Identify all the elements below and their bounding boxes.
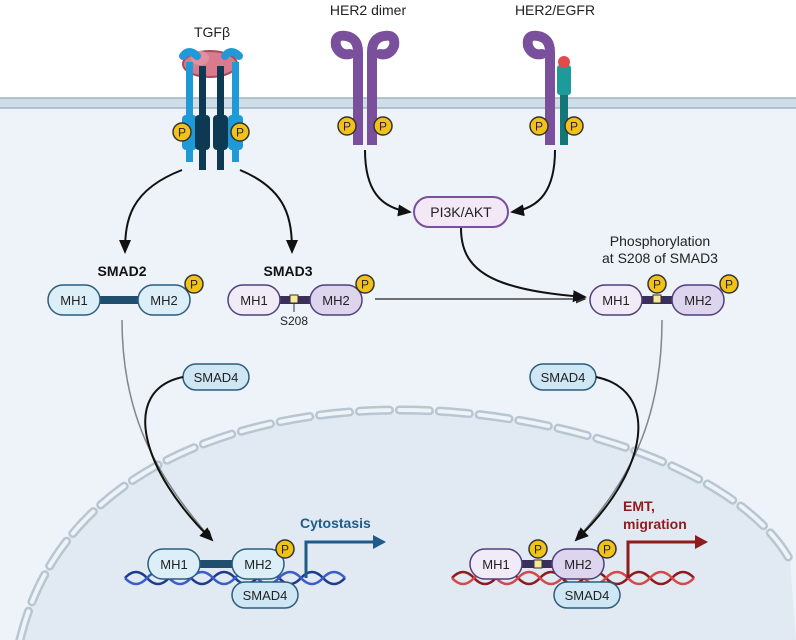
phospho-marker: P <box>337 116 357 136</box>
phospho-marker: P <box>564 116 584 136</box>
svg-text:P: P <box>603 543 611 557</box>
svg-text:MH2: MH2 <box>684 293 711 308</box>
arrow-smad4-to-nucleus-right <box>574 376 640 542</box>
arrow-pi3k-to-phospho-smad3 <box>460 227 587 303</box>
svg-text:P: P <box>534 543 542 557</box>
phospho-marker: P <box>373 116 393 136</box>
svg-text:P: P <box>725 278 733 292</box>
svg-text:MH1: MH1 <box>160 557 187 572</box>
svg-text:PI3K/AKT: PI3K/AKT <box>430 204 492 220</box>
cytostasis-arrowhead-icon <box>373 535 386 549</box>
svg-text:MH1: MH1 <box>240 293 267 308</box>
smad2-smad4-complex: MH1 MH2 SMAD4 <box>147 548 299 609</box>
svg-text:P: P <box>535 120 543 134</box>
phospho-marker: P <box>184 274 204 294</box>
emt-arrowhead-icon <box>695 535 708 549</box>
cell-membrane <box>0 97 796 109</box>
svg-text:MH2: MH2 <box>564 557 591 572</box>
phosphorylation-note-line2: at S208 of SMAD3 <box>602 250 718 266</box>
phospho-smad3-smad4-complex: MH1 MH2 SMAD4 <box>469 548 621 609</box>
s208-site-label: S208 <box>280 314 308 328</box>
phospho-smad3-protein: MH1 MH2 <box>589 284 725 316</box>
arrow-egfr-to-pi3k <box>510 149 556 217</box>
her2-egfr-receptor <box>522 30 571 145</box>
emt-label-line1: EMT, <box>623 498 655 514</box>
svg-text:P: P <box>361 278 369 292</box>
svg-text:P: P <box>379 120 387 134</box>
cytostasis-transcription-arrow <box>304 540 375 578</box>
svg-text:P: P <box>236 126 244 140</box>
svg-text:SMAD4: SMAD4 <box>541 370 586 385</box>
phospho-marker: P <box>528 539 548 559</box>
svg-text:P: P <box>653 278 661 292</box>
phospho-marker: P <box>230 122 250 142</box>
smad2-protein: MH1 MH2 <box>47 284 191 316</box>
emt-label-line2: migration <box>623 516 687 532</box>
pi3k-akt-node: PI3K/AKT <box>413 196 509 228</box>
svg-text:SMAD4: SMAD4 <box>565 588 610 603</box>
phospho-marker: P <box>719 274 739 294</box>
phospho-marker: P <box>529 116 549 136</box>
arrow-her2-to-pi3k <box>364 149 412 217</box>
tgfb-label: TGFβ <box>194 24 230 40</box>
her2-dimer-label: HER2 dimer <box>330 2 407 18</box>
smad2-title: SMAD2 <box>97 263 146 279</box>
smad4-right: SMAD4 <box>529 363 597 391</box>
svg-text:MH2: MH2 <box>244 557 271 572</box>
smad4-left: SMAD4 <box>182 363 250 391</box>
egf-ligand-icon <box>558 56 570 68</box>
her2-dimer-receptor <box>330 30 400 145</box>
svg-text:MH1: MH1 <box>482 557 509 572</box>
phospho-marker: P <box>275 539 295 559</box>
svg-text:SMAD4: SMAD4 <box>194 370 239 385</box>
arrow-smad4-to-nucleus-left <box>144 376 214 542</box>
cytostasis-label: Cytostasis <box>300 515 371 531</box>
phospho-marker: P <box>647 274 667 294</box>
svg-text:MH1: MH1 <box>602 293 629 308</box>
svg-text:MH2: MH2 <box>322 293 349 308</box>
svg-text:P: P <box>178 126 186 140</box>
phospho-marker: P <box>172 122 192 142</box>
svg-text:P: P <box>570 120 578 134</box>
svg-text:SMAD4: SMAD4 <box>243 588 288 603</box>
svg-text:P: P <box>343 120 351 134</box>
tgfb-receptor <box>179 48 243 170</box>
smad3-title: SMAD3 <box>263 263 312 279</box>
svg-text:MH2: MH2 <box>150 293 177 308</box>
svg-text:MH1: MH1 <box>60 293 87 308</box>
phospho-marker: P <box>597 539 617 559</box>
emt-transcription-arrow <box>626 540 697 578</box>
her2-egfr-label: HER2/EGFR <box>515 2 595 18</box>
smad3-protein: MH1 MH2 <box>227 284 363 316</box>
arrow-phospho-smad3-to-nucleus <box>574 319 663 542</box>
arrow-smad2-to-nucleus <box>121 319 213 542</box>
phospho-marker: P <box>355 274 375 294</box>
svg-text:P: P <box>190 278 198 292</box>
arrow-tgfb-to-smad2 <box>119 169 183 254</box>
svg-text:P: P <box>281 543 289 557</box>
arrow-tgfb-to-smad3 <box>239 169 298 254</box>
phosphorylation-note-line1: Phosphorylation <box>610 233 710 249</box>
